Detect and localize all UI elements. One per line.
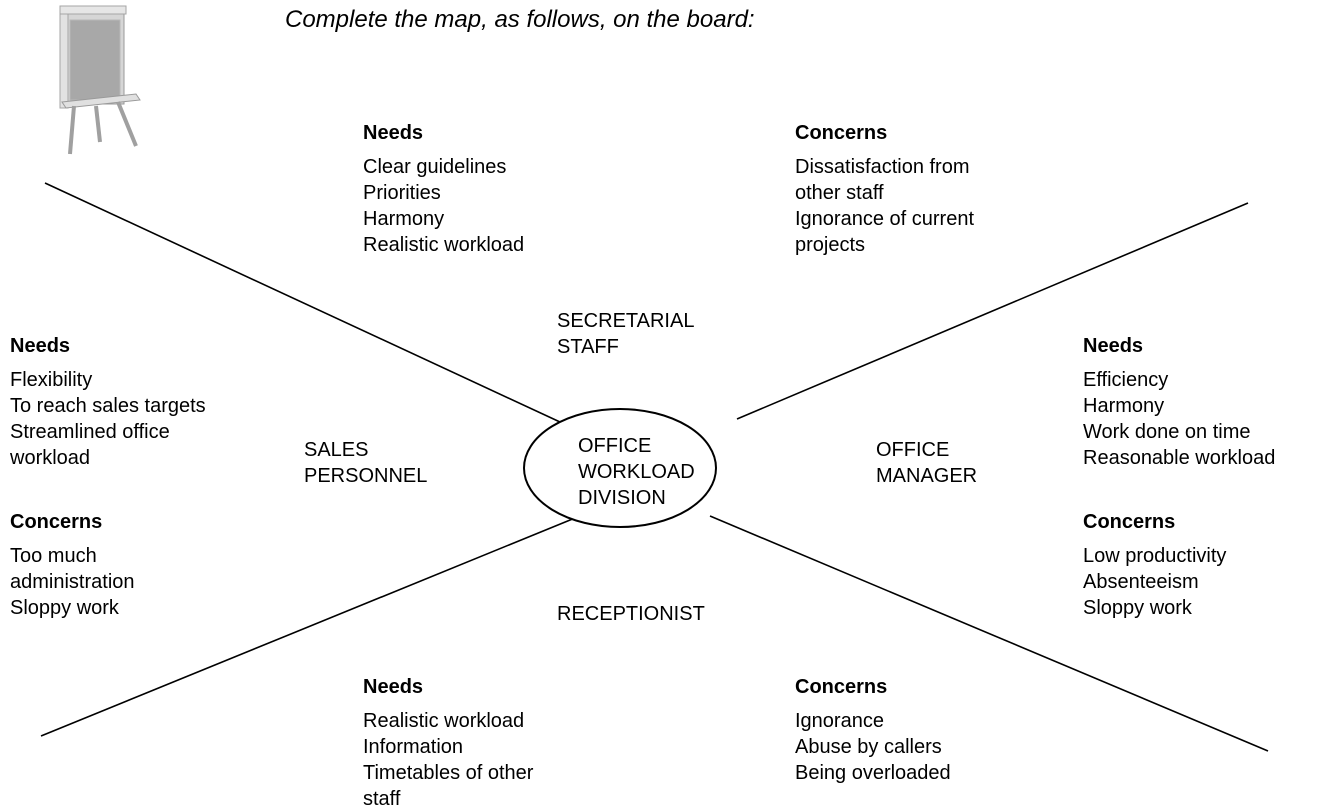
needs-item: To reach sales targets	[10, 395, 206, 417]
office-manager-label: OFFICE MANAGER	[876, 437, 977, 489]
center-line: WORKLOAD	[578, 461, 695, 483]
concerns-item: Ignorance	[795, 710, 884, 732]
needs-item: workload	[10, 447, 91, 469]
needs-heading: Needs	[1083, 335, 1144, 357]
concerns-heading: Concerns	[795, 122, 888, 144]
instruction-text: Complete the map, as follows, on the boa…	[285, 6, 755, 33]
receptionist-label: RECEPTIONIST	[557, 601, 705, 627]
needs-item: Harmony	[1083, 395, 1165, 417]
receptionist-concerns-block: Concerns Ignorance Abuse by callers Bein…	[795, 674, 951, 786]
concerns-item: Low productivity	[1083, 545, 1227, 567]
label-line: RECEPTIONIST	[557, 603, 705, 625]
center-line: DIVISION	[578, 487, 666, 509]
label-line: OFFICE	[876, 439, 950, 461]
needs-item: Realistic workload	[363, 234, 525, 256]
concerns-item: projects	[795, 234, 866, 256]
concerns-item: administration	[10, 571, 135, 593]
label-line: PERSONNEL	[304, 465, 428, 487]
needs-item: Efficiency	[1083, 369, 1169, 391]
center-label: OFFICE WORKLOAD DIVISION	[578, 433, 695, 511]
sales-personnel-label: SALES PERSONNEL	[304, 437, 427, 489]
concerns-item: Ignorance of current	[795, 208, 974, 230]
needs-item: Priorities	[363, 182, 441, 204]
sales-needs-block: Needs Flexibility To reach sales targets…	[10, 333, 206, 471]
needs-item: Clear guidelines	[363, 156, 507, 178]
needs-item: Harmony	[363, 208, 445, 230]
needs-heading: Needs	[10, 335, 71, 357]
label-line: SECRETARIAL	[557, 310, 695, 332]
needs-item: Reasonable workload	[1083, 447, 1276, 469]
easel-board-icon	[59, 5, 141, 155]
manager-needs-block: Needs Efficiency Harmony Work done on ti…	[1083, 333, 1275, 471]
concerns-item: Being overloaded	[795, 762, 951, 784]
concerns-item: Sloppy work	[1083, 597, 1192, 619]
secretarial-staff-label: SECRETARIAL STAFF	[557, 308, 694, 360]
needs-item: Flexibility	[10, 369, 93, 391]
connector-manager-lower	[709, 515, 1269, 752]
needs-item: Streamlined office	[10, 421, 170, 443]
needs-item: Work done on time	[1083, 421, 1251, 443]
concerns-item: Dissatisfaction from	[795, 156, 970, 178]
needs-item: staff	[363, 788, 401, 810]
receptionist-needs-block: Needs Realistic workload Information Tim…	[363, 674, 533, 812]
label-line: STAFF	[557, 336, 619, 358]
sales-concerns-block: Concerns Too much administration Sloppy …	[10, 509, 135, 621]
secretarial-concerns-block: Concerns Dissatisfaction from other staf…	[795, 120, 974, 258]
needs-item: Timetables of other	[363, 762, 534, 784]
concerns-item: Too much	[10, 545, 97, 567]
concerns-item: Sloppy work	[10, 597, 119, 619]
needs-heading: Needs	[363, 676, 424, 698]
label-line: MANAGER	[876, 465, 978, 487]
needs-item: Realistic workload	[363, 710, 525, 732]
needs-item: Information	[363, 736, 464, 758]
secretarial-needs-block: Needs Clear guidelines Priorities Harmon…	[363, 120, 524, 258]
concerns-item: other staff	[795, 182, 884, 204]
center-ellipse	[523, 408, 717, 528]
concerns-heading: Concerns	[1083, 511, 1176, 533]
concerns-heading: Concerns	[795, 676, 888, 698]
concerns-item: Absenteeism	[1083, 571, 1199, 593]
manager-concerns-block: Concerns Low productivity Absenteeism Sl…	[1083, 509, 1226, 621]
concerns-item: Abuse by callers	[795, 736, 942, 758]
connector-manager	[736, 202, 1249, 420]
label-line: SALES	[304, 439, 369, 461]
connector-sales-receptionist	[40, 517, 576, 737]
center-line: OFFICE	[578, 435, 652, 457]
needs-heading: Needs	[363, 122, 424, 144]
connector-secretarial	[44, 182, 561, 423]
concerns-heading: Concerns	[10, 511, 103, 533]
